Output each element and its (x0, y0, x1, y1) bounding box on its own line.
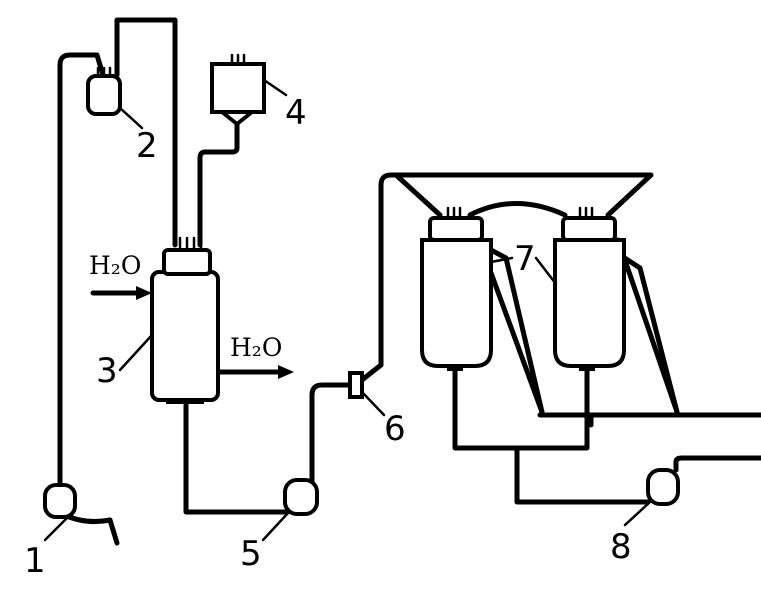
pipe-tank4-to-reactor (197, 117, 240, 248)
pipe-vessel-bottom-header (452, 365, 651, 505)
label-pump-5: 5 (240, 534, 262, 574)
label-vessels-7: 7 (514, 239, 536, 279)
label-tank-2: 2 (136, 126, 158, 166)
arrow-head-icon (278, 365, 294, 379)
vessel-7-left (420, 206, 493, 371)
pipe-pump1-to-tank2 (57, 52, 106, 493)
pipe-pump1-outlet (59, 511, 120, 546)
pipe-tank2-to-reactor (114, 17, 178, 248)
pipe-pump5-to-valve6 (309, 382, 355, 493)
arrow-head-icon (136, 286, 152, 300)
label-water-out: H₂O (230, 333, 282, 362)
tank-4 (210, 53, 266, 127)
label-pump-1: 1 (24, 541, 46, 581)
leader-lines (43, 78, 652, 542)
pipe-pump8-outlet (673, 455, 761, 473)
reactor-3 (150, 236, 220, 404)
pump-8 (646, 468, 680, 506)
pipe-reactor-to-pump5 (183, 397, 291, 515)
vessel-7-right (553, 206, 626, 371)
label-pump-8: 8 (610, 527, 632, 567)
pump-1 (43, 483, 77, 519)
water-out-arrow (217, 365, 294, 379)
pipe-vessel-crossover (467, 201, 568, 218)
valve-6 (348, 371, 364, 399)
pump-5 (283, 478, 319, 516)
label-reactor-3: 3 (96, 351, 118, 391)
pipe-valve6-to-top-header (359, 172, 654, 383)
label-water-in: H₂O (89, 251, 141, 280)
tank-2 (86, 66, 122, 116)
pipe-right-header (537, 412, 761, 428)
label-tank-4: 4 (285, 93, 307, 133)
water-in-arrow (90, 286, 152, 300)
label-valve-6: 6 (384, 409, 406, 449)
